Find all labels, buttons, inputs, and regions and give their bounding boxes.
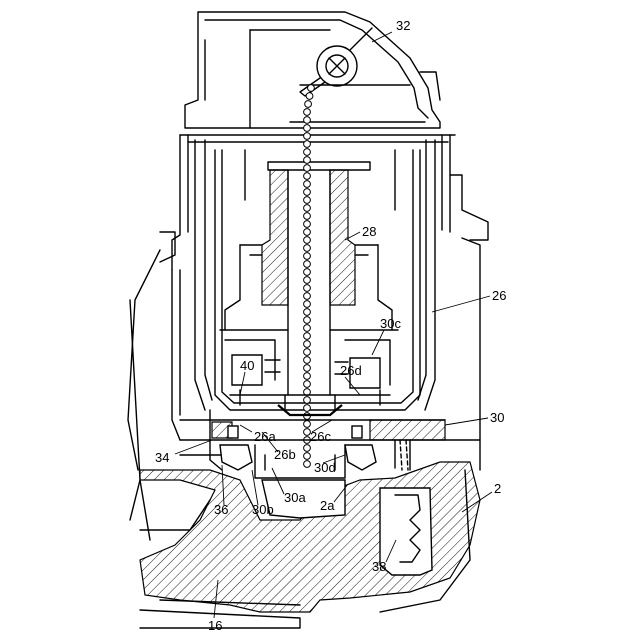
chain-bead <box>306 93 313 100</box>
chain-bead <box>304 245 311 252</box>
label-26a: 26a <box>254 429 276 444</box>
chain-bead <box>304 445 311 452</box>
chain-bead <box>304 125 311 132</box>
chain-bead <box>304 189 311 196</box>
chain-bead <box>304 317 311 324</box>
label-32: 32 <box>396 18 410 33</box>
label-34: 34 <box>155 450 169 465</box>
chain-bead <box>304 133 311 140</box>
chain-bead <box>304 461 311 468</box>
label-36: 36 <box>214 502 228 517</box>
label-2: 2 <box>494 481 501 496</box>
chain-bead <box>304 261 311 268</box>
chain-bead <box>304 181 311 188</box>
chain-bead <box>304 397 311 404</box>
label-26b: 26b <box>274 447 296 462</box>
chain-bead <box>304 349 311 356</box>
label-16: 16 <box>208 618 222 633</box>
chain-bead <box>304 253 311 260</box>
chain-bead <box>304 229 311 236</box>
label-30d: 30d <box>314 460 336 475</box>
chain-bead <box>304 157 311 164</box>
chain-bead <box>304 357 311 364</box>
chain-bead <box>304 405 311 412</box>
chain-bead <box>304 173 311 180</box>
chain-bead <box>304 373 311 380</box>
label-2a: 2a <box>320 498 335 513</box>
chain-bead <box>308 85 315 92</box>
chain-bead <box>304 109 311 116</box>
chain-bead <box>304 309 311 316</box>
chain-bead <box>304 333 311 340</box>
chain-bead <box>304 237 311 244</box>
chain-bead <box>304 213 311 220</box>
label-30a: 30a <box>284 490 306 505</box>
chain-bead <box>304 277 311 284</box>
chain-bead <box>304 325 311 332</box>
label-26: 26 <box>492 288 506 303</box>
label-38: 38 <box>372 559 386 574</box>
label-26c: 26c <box>310 429 331 444</box>
chain-bead <box>304 365 311 372</box>
label-30c: 30c <box>380 316 401 331</box>
chain-bead <box>304 149 311 156</box>
chain-bead <box>305 101 312 108</box>
chain-bead <box>304 205 311 212</box>
chain-bead <box>304 341 311 348</box>
chain-bead <box>304 117 311 124</box>
label-26d: 26d <box>340 363 362 378</box>
chain-bead <box>304 165 311 172</box>
chain-bead <box>304 221 311 228</box>
chain-bead <box>304 453 311 460</box>
chain-bead <box>304 141 311 148</box>
chain-bead <box>304 381 311 388</box>
label-28: 28 <box>362 224 376 239</box>
chain-bead <box>304 197 311 204</box>
chain-bead <box>304 301 311 308</box>
chain-bead <box>304 421 311 428</box>
chain-bead <box>304 285 311 292</box>
label-30b: 30b <box>252 502 274 517</box>
chain-bead <box>304 293 311 300</box>
label-40: 40 <box>240 358 254 373</box>
label-30: 30 <box>490 410 504 425</box>
chain-bead <box>304 269 311 276</box>
